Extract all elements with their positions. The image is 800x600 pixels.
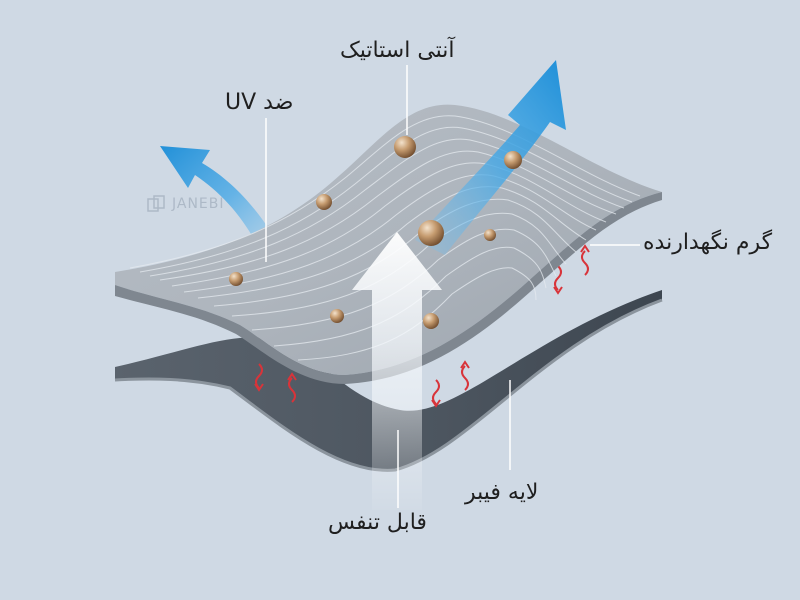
label-fiber-layer: لایه فیبر <box>465 480 539 505</box>
particle-icon <box>229 272 243 286</box>
heat-arrow-icon <box>581 250 589 276</box>
heat-arrow-icon <box>287 372 297 381</box>
membrane-layer <box>115 104 662 384</box>
label-anti-static: آنتی استاتیک <box>340 38 455 63</box>
watermark-text: JANEBI <box>172 196 225 212</box>
heat-arrows-bottom <box>254 244 590 408</box>
heat-arrow-icon <box>288 377 296 403</box>
label-uv-protection: ضد UV <box>225 90 294 115</box>
particle-icon <box>484 229 496 241</box>
watermark: JANEBI <box>146 193 225 215</box>
particle-icon <box>423 313 439 329</box>
watermark-logo-icon <box>147 195 165 212</box>
label-breathable: قابل تنفس <box>328 510 427 535</box>
heat-arrow-icon <box>254 383 264 392</box>
particle-icon <box>418 220 444 246</box>
heat-arrow-icon <box>460 360 470 369</box>
heat-arrow-icon <box>553 286 563 295</box>
particle-icon <box>394 136 416 158</box>
heat-arrow-icon <box>255 363 263 389</box>
heat-arrow-icon <box>461 365 469 391</box>
particles <box>229 136 522 329</box>
heat-arrow-icon <box>431 399 441 408</box>
heat-arrow-icon <box>432 379 440 405</box>
particle-icon <box>316 194 332 210</box>
breathable-arrow-icon <box>415 60 566 255</box>
breathing-up-arrow-icon <box>352 232 442 510</box>
heat-arrow-icon <box>580 244 590 253</box>
particle-icon <box>330 309 344 323</box>
particle-icon <box>504 151 522 169</box>
heat-arrow-icon <box>554 265 562 291</box>
leader-lines <box>265 65 640 508</box>
label-heat-retention: گرم نگهدارنده <box>643 230 773 255</box>
